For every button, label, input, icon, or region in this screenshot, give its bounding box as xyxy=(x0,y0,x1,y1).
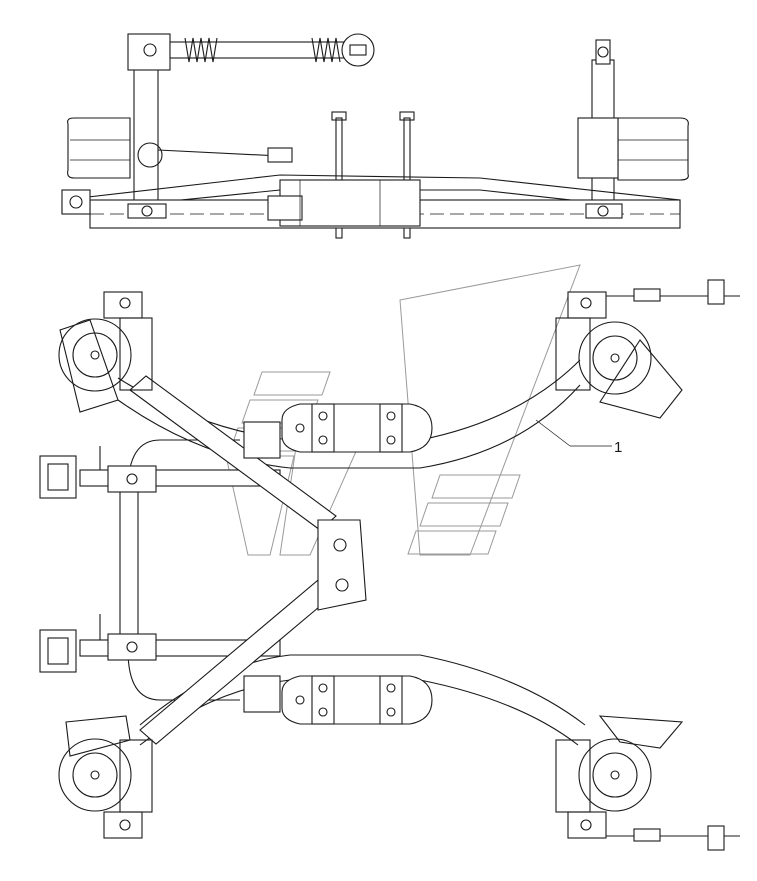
strut-eye xyxy=(341,33,375,67)
brake-assembly-lower-right xyxy=(555,715,684,839)
u-bolt-left xyxy=(335,117,343,239)
end-fitting-upper xyxy=(39,455,77,499)
diagonal-arm-upper xyxy=(129,375,337,531)
cable-fitting-lower-right xyxy=(606,825,740,851)
brake-assembly-upper-right xyxy=(555,291,683,419)
clamp-upper xyxy=(107,465,157,493)
upper-beam-bottom-edge xyxy=(117,384,581,469)
plan-view xyxy=(39,279,740,851)
brake-assembly-upper-left xyxy=(58,291,153,413)
u-bolt-right xyxy=(403,117,411,239)
cross-tube xyxy=(119,489,139,651)
shock-top-mount-left xyxy=(127,33,171,71)
cable-fitting-upper-right xyxy=(606,279,740,305)
air-spring-left xyxy=(67,117,131,179)
axle-seat xyxy=(279,179,421,227)
callout-label: 1 xyxy=(614,439,622,456)
clamp-lower xyxy=(107,633,157,661)
air-spring-right xyxy=(617,117,689,181)
strut-spring-right xyxy=(311,37,341,63)
side-view xyxy=(61,33,689,239)
center-pivot-bracket xyxy=(317,519,367,611)
callout-1: 1 xyxy=(535,419,622,456)
end-fitting-lower xyxy=(39,629,77,673)
brake-assembly-lower-left xyxy=(58,715,153,839)
shock-absorber-left xyxy=(133,59,159,211)
strut-spring-left xyxy=(184,37,218,63)
